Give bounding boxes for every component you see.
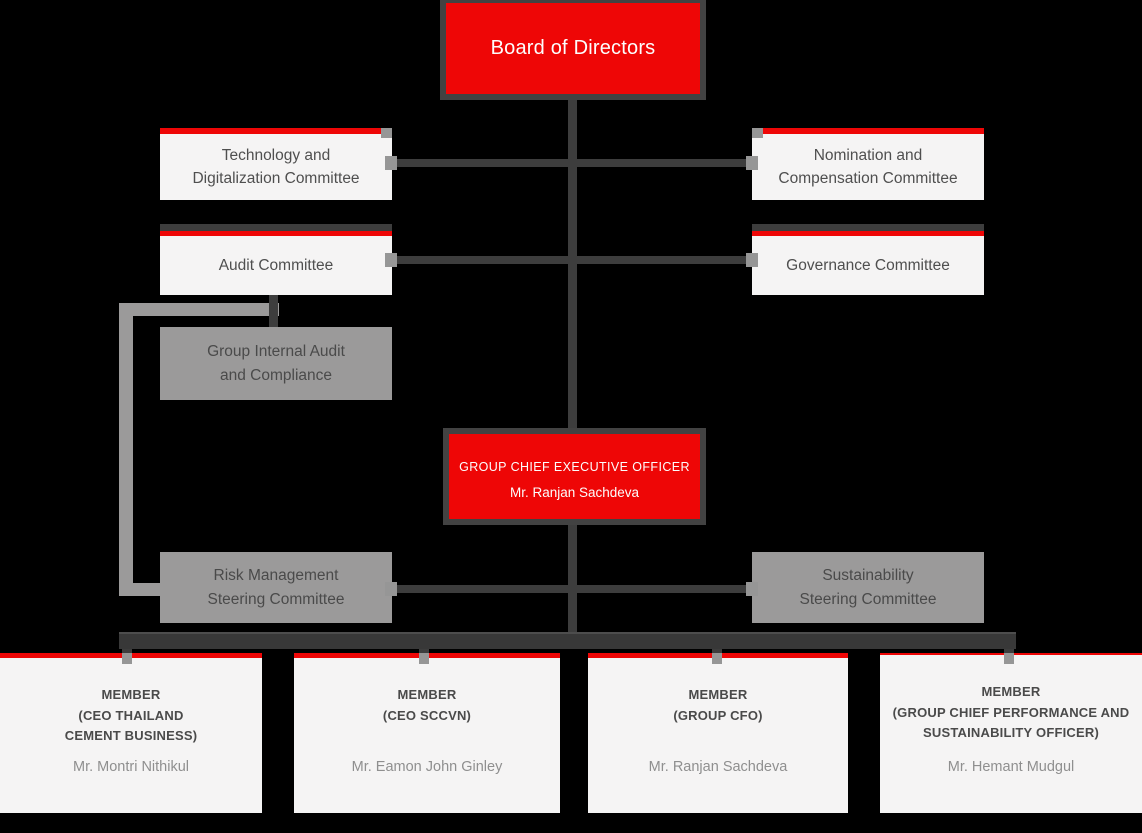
connector-steering-row bbox=[392, 585, 752, 593]
member-name: Mr. Ranjan Sachdeva bbox=[648, 759, 788, 775]
red-stripe bbox=[752, 128, 984, 134]
member-title-line: MEMBER bbox=[397, 687, 457, 702]
connector-audit-elbow-bottom bbox=[119, 583, 165, 596]
connector-trunk bbox=[568, 100, 577, 649]
connector-row1 bbox=[392, 159, 752, 167]
red-stripe bbox=[752, 231, 984, 236]
red-stripe bbox=[160, 128, 392, 134]
member-card-group-cpso: MEMBER (GROUP CHIEF PERFORMANCE AND SUST… bbox=[880, 653, 1142, 813]
member-title: MEMBER (CEO THAILAND CEMENT BUSINESS) bbox=[0, 685, 262, 747]
member-title-line: (GROUP CFO) bbox=[673, 707, 763, 723]
line-end-cap bbox=[712, 653, 722, 664]
line-end-cap bbox=[385, 156, 397, 170]
member-name: Mr. Eamon John Ginley bbox=[351, 759, 503, 775]
audit-committee-node: Audit Committee bbox=[160, 224, 392, 295]
label-line: Sustainability bbox=[822, 566, 914, 584]
label-line: Group Internal Audit bbox=[207, 342, 345, 360]
connector-row2 bbox=[392, 256, 752, 264]
technology-committee-node: Technology and Digitalization Committee bbox=[160, 128, 392, 200]
governance-committee-label: Governance Committee bbox=[786, 257, 950, 274]
dark-strip bbox=[752, 224, 984, 231]
board-title: Board of Directors bbox=[490, 37, 656, 59]
group-internal-audit-node: Group Internal Audit and Compliance bbox=[160, 327, 392, 400]
corner-nub bbox=[752, 128, 763, 138]
member-card-group-cfo: MEMBER (GROUP CFO) Mr. Ranjan Sachdeva bbox=[588, 653, 848, 813]
risk-steering-label: Risk Management Steering Committee bbox=[208, 564, 345, 612]
line-end-cap bbox=[746, 156, 758, 170]
member-card-ceo-sccvn: MEMBER (CEO SCCVN) Mr. Eamon John Ginley bbox=[294, 653, 560, 813]
member-title-line: MEMBER bbox=[981, 684, 1041, 699]
member-title: MEMBER (CEO SCCVN) bbox=[294, 685, 560, 726]
line-end-cap bbox=[1004, 653, 1014, 664]
governance-committee-node: Governance Committee bbox=[752, 224, 984, 295]
connector-audit-elbow-vertical bbox=[119, 303, 133, 596]
member-title-line: (CEO SCCVN) bbox=[382, 707, 472, 723]
label-line: and Compliance bbox=[219, 366, 332, 384]
member-name: Mr. Montri Nithikul bbox=[72, 759, 190, 775]
nomination-committee-label: Nomination and Compensation Committee bbox=[752, 134, 984, 200]
member-title: MEMBER (GROUP CHIEF PERFORMANCE AND SUST… bbox=[880, 682, 1142, 744]
risk-steering-committee-node: Risk Management Steering Committee bbox=[160, 552, 392, 623]
connector-audit-to-internal-audit bbox=[269, 295, 278, 329]
line-end-cap bbox=[385, 253, 397, 267]
label-line: Compensation Committee bbox=[778, 170, 958, 187]
label-line: Nomination and bbox=[813, 147, 923, 164]
dark-strip bbox=[160, 224, 392, 231]
member-title-line: MEMBER bbox=[101, 687, 161, 702]
label-line: Steering Committee bbox=[207, 590, 345, 608]
member-title-line: MEMBER bbox=[688, 687, 748, 702]
ceo-name: Mr. Ranjan Sachdeva bbox=[509, 484, 640, 500]
technology-committee-label: Technology and Digitalization Committee bbox=[160, 134, 392, 200]
label-line: Steering Committee bbox=[799, 590, 937, 608]
corner-nub bbox=[381, 128, 392, 138]
connector-members-bar bbox=[119, 632, 1016, 649]
board-of-directors-node: Board of Directors bbox=[440, 0, 706, 100]
group-internal-audit-label: Group Internal Audit and Compliance bbox=[207, 340, 345, 388]
line-end-cap bbox=[419, 653, 429, 664]
member-name: Mr. Hemant Mudgul bbox=[947, 759, 1075, 775]
red-stripe bbox=[160, 231, 392, 236]
audit-committee-label: Audit Committee bbox=[218, 257, 334, 274]
label-line: Digitalization Committee bbox=[192, 170, 360, 187]
line-end-cap bbox=[385, 582, 397, 596]
group-ceo-node: GROUP CHIEF EXECUTIVE OFFICER Mr. Ranjan… bbox=[443, 428, 706, 525]
nomination-committee-node: Nomination and Compensation Committee bbox=[752, 128, 984, 200]
member-title-line: (CEO THAILAND bbox=[78, 707, 184, 723]
member-title-line: CEMENT BUSINESS) bbox=[64, 728, 198, 743]
line-end-cap bbox=[746, 582, 758, 596]
line-end-cap bbox=[746, 253, 758, 267]
sustainability-steering-label: Sustainability Steering Committee bbox=[800, 564, 937, 612]
label-line: Technology and bbox=[221, 147, 331, 164]
member-title-line: SUSTAINABILITY OFFICER) bbox=[922, 725, 1099, 740]
member-title-line: (GROUP CHIEF PERFORMANCE AND bbox=[892, 704, 1130, 720]
sustainability-steering-committee-node: Sustainability Steering Committee bbox=[752, 552, 984, 623]
member-card-ceo-thailand: MEMBER (CEO THAILAND CEMENT BUSINESS) Mr… bbox=[0, 653, 262, 813]
ceo-title: GROUP CHIEF EXECUTIVE OFFICER bbox=[459, 459, 690, 474]
member-title: MEMBER (GROUP CFO) bbox=[588, 685, 848, 726]
line-end-cap bbox=[122, 653, 132, 664]
connector-audit-elbow-top bbox=[119, 303, 279, 316]
label-line: Risk Management bbox=[213, 566, 339, 584]
